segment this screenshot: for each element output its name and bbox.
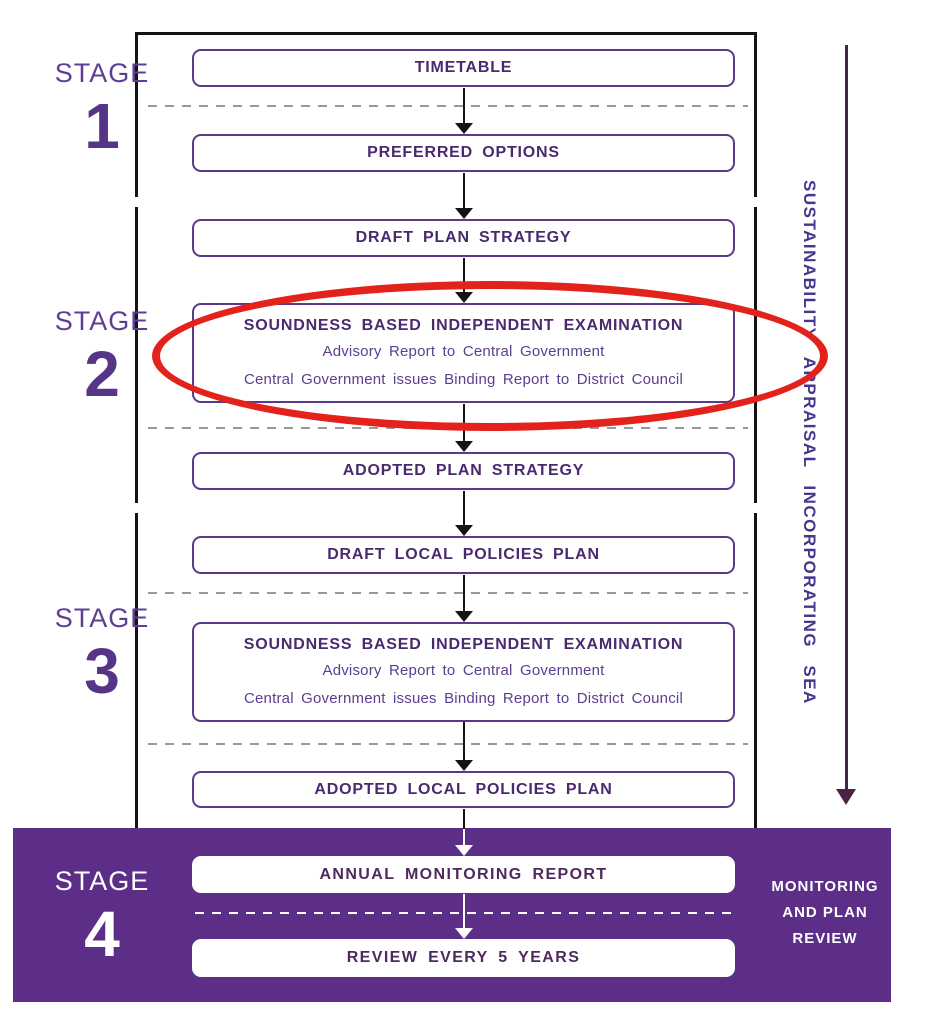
- exam3-title: SOUNDNESS BASED INDEPENDENT EXAMINATION: [243, 636, 684, 653]
- stage-divider-dashed: [148, 105, 748, 107]
- stage-4-number: 4: [84, 898, 120, 970]
- box-timetable: TIMETABLE: [192, 49, 735, 87]
- flow-arrow-head: [455, 611, 473, 622]
- stage-3-label: STAGE 3: [36, 603, 168, 704]
- box-timetable-label: TIMETABLE: [414, 59, 513, 76]
- stage-divider-dashed: [148, 427, 748, 429]
- box-preferred-options: PREFERRED OPTIONS: [192, 134, 735, 172]
- stage-3-word: STAGE: [54, 603, 150, 633]
- flow-arrow-line: [463, 88, 465, 124]
- flow-arrow-line: [463, 809, 465, 829]
- stage-1-number: 1: [84, 90, 120, 162]
- flow-arrow-line: [463, 404, 465, 442]
- flow-arrow-head: [455, 208, 473, 219]
- exam3-line1: Advisory Report to Central Government: [322, 662, 605, 679]
- flow-arrow-line-white: [463, 894, 465, 929]
- stage-3-number: 3: [84, 635, 120, 707]
- box-adopted-plan-strategy: ADOPTED PLAN STRATEGY: [192, 452, 735, 490]
- box-soundness-examination-stage2: SOUNDNESS BASED INDEPENDENT EXAMINATION …: [192, 303, 735, 403]
- flow-arrow-line: [463, 575, 465, 612]
- flow-arrow-line: [463, 722, 465, 761]
- stage-2-word: STAGE: [54, 306, 150, 336]
- box-draft-local-policies-plan-label: DRAFT LOCAL POLICIES PLAN: [327, 546, 600, 563]
- stage-1-label: STAGE 1: [36, 58, 168, 159]
- exam2-line2: Central Government issues Binding Report…: [243, 371, 683, 388]
- box-review-every-5-years-label: REVIEW EVERY 5 YEARS: [346, 949, 581, 966]
- container-left-border-seg2: [135, 207, 138, 503]
- exam2-title: SOUNDNESS BASED INDEPENDENT EXAMINATION: [243, 317, 684, 334]
- sustainability-appraisal-label: SUSTAINABILITY APPRAISAL INCORPORATING S…: [800, 180, 819, 705]
- container-left-border-seg3: [135, 513, 138, 828]
- box-adopted-local-policies-plan-label: ADOPTED LOCAL POLICIES PLAN: [314, 780, 613, 798]
- box-draft-local-policies-plan: DRAFT LOCAL POLICIES PLAN: [192, 536, 735, 574]
- exam3-line2: Central Government issues Binding Report…: [243, 690, 683, 707]
- flow-arrow-line: [463, 173, 465, 209]
- flow-arrow-line-white: [463, 829, 465, 845]
- monitoring-review-label: MONITORING AND PLAN REVIEW: [771, 878, 879, 947]
- flow-arrow-head-white: [455, 845, 473, 856]
- flow-arrow-head: [455, 292, 473, 303]
- flow-arrow-line: [463, 258, 465, 293]
- box-preferred-options-label: PREFERRED OPTIONS: [367, 144, 560, 161]
- flow-arrow-head-white: [455, 928, 473, 939]
- sustainability-arrow-head: [836, 789, 856, 805]
- container-right-border-seg2: [754, 207, 757, 503]
- sustainability-arrow-line: [845, 45, 848, 791]
- flow-arrow-line: [463, 491, 465, 526]
- container-top-border: [135, 32, 757, 35]
- box-soundness-examination-stage3: SOUNDNESS BASED INDEPENDENT EXAMINATION …: [192, 622, 735, 722]
- stage-divider-dashed: [148, 743, 748, 745]
- flow-arrow-head: [455, 525, 473, 536]
- box-adopted-local-policies-plan: ADOPTED LOCAL POLICIES PLAN: [192, 771, 735, 808]
- box-annual-monitoring-report: ANNUAL MONITORING REPORT: [192, 856, 735, 893]
- container-right-border-seg1: [754, 32, 757, 197]
- exam2-line1: Advisory Report to Central Government: [322, 343, 605, 360]
- box-review-every-5-years: REVIEW EVERY 5 YEARS: [192, 939, 735, 977]
- box-draft-plan-strategy-label: DRAFT PLAN STRATEGY: [355, 229, 572, 246]
- container-right-border-seg3: [754, 513, 757, 828]
- container-left-border-seg1: [135, 32, 138, 197]
- flow-arrow-head: [455, 760, 473, 771]
- flow-arrow-head: [455, 441, 473, 452]
- stage-divider-dashed: [148, 592, 748, 594]
- stage-4-word: STAGE: [54, 866, 150, 896]
- flow-arrow-head: [455, 123, 473, 134]
- stage-4-label: STAGE 4: [36, 866, 168, 967]
- stage-2-label: STAGE 2: [36, 306, 168, 407]
- box-draft-plan-strategy: DRAFT PLAN STRATEGY: [192, 219, 735, 257]
- box-annual-monitoring-report-label: ANNUAL MONITORING REPORT: [319, 865, 608, 883]
- box-adopted-plan-strategy-label: ADOPTED PLAN STRATEGY: [342, 462, 585, 479]
- stage-2-number: 2: [84, 338, 120, 410]
- stage-divider-dashed-white: [195, 912, 735, 914]
- stage-1-word: STAGE: [54, 58, 150, 88]
